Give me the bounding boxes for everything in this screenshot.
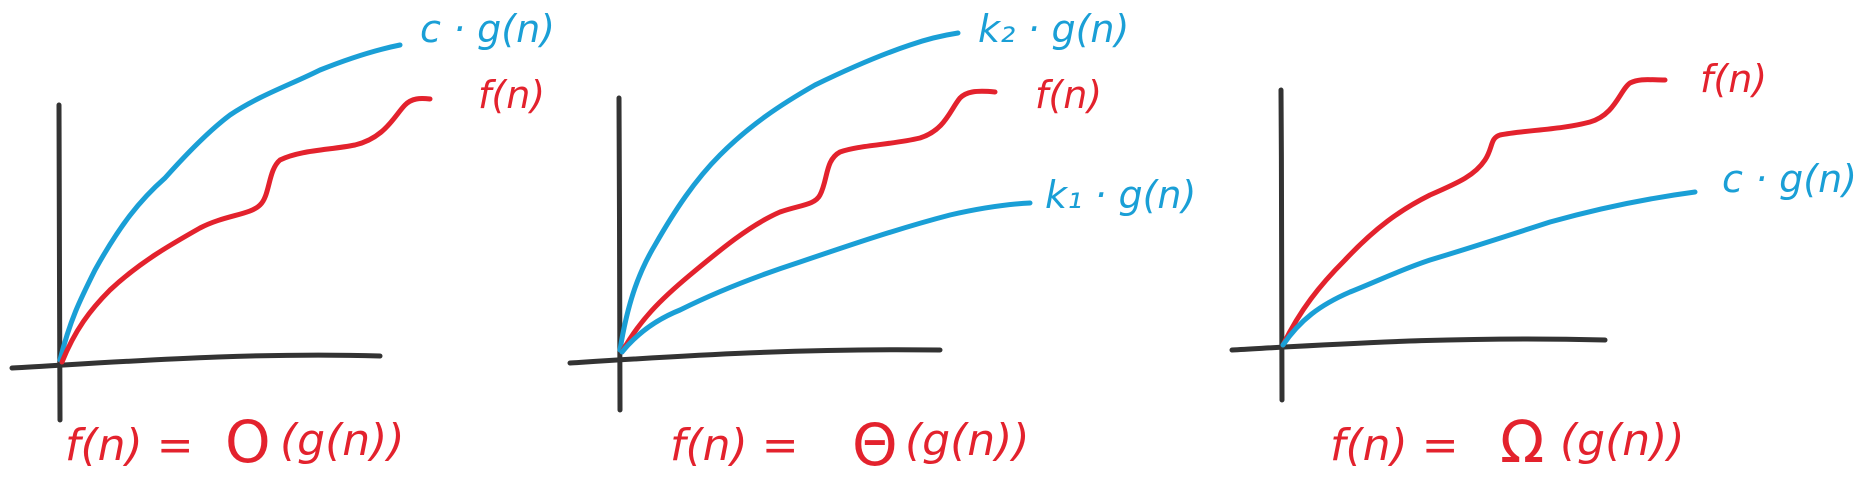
formula-lhs: f(n) = [1330,420,1459,471]
function-curve [619,88,998,355]
formula-lhs: f(n) = [65,420,194,471]
function-label: f(n) [1035,73,1102,117]
formula-argument: (g(n)) [280,415,404,466]
x-axis [567,347,943,366]
function-label: f(n) [478,73,545,117]
formula-argument: (g(n)) [1560,415,1684,466]
lower-bound-curve [619,200,1033,355]
function-curve [1280,77,1668,348]
panel-big-o: c · g(n) f(n) f(n) = O (g(n)) [9,7,555,476]
y-axis [1278,87,1285,403]
lower-bound-label: c · g(n) [1722,157,1857,201]
function-curve [59,96,433,365]
lower-bound-label: k₁ · g(n) [1045,173,1196,217]
panel-big-omega: f(n) c · g(n) f(n) = Ω (g(n)) [1229,57,1857,476]
y-axis [616,95,623,413]
function-label: f(n) [1700,57,1767,101]
formula-argument: (g(n)) [905,415,1029,466]
upper-bound-label: c · g(n) [420,7,555,51]
big-o-symbol: O [225,408,271,476]
panel-big-theta: k₂ · g(n) f(n) k₁ · g(n) f(n) = Θ (g(n)) [567,7,1196,479]
upper-bound-curve [617,30,961,353]
formula-lhs: f(n) = [670,420,799,471]
upper-bound-curve [57,42,403,363]
big-omega-symbol: Ω [1500,408,1544,476]
big-theta-symbol: Θ [852,411,898,479]
x-axis [9,352,383,371]
y-axis [56,102,63,423]
x-axis [1229,336,1608,353]
upper-bound-label: k₂ · g(n) [978,7,1129,51]
lower-bound-curve [1280,189,1698,348]
